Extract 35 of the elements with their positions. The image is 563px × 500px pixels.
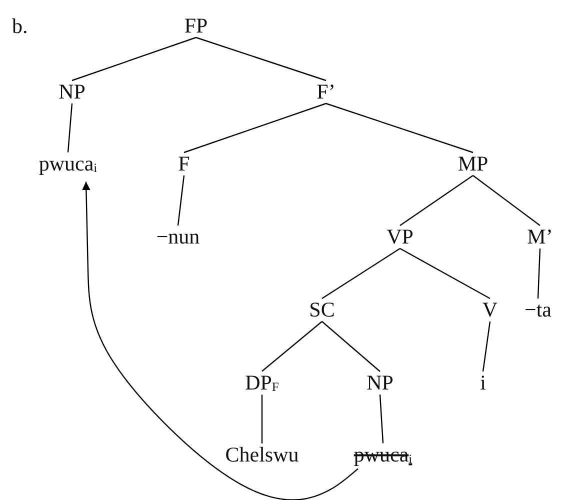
tree-branch: [261, 394, 263, 444]
tree-node-label: VP: [386, 226, 414, 248]
tree-branch: [537, 248, 541, 299]
movement-arrow: [82, 182, 358, 500]
tree-branch: [262, 321, 322, 372]
tree-node-label: MP: [458, 152, 488, 176]
tree-branch: [400, 175, 474, 226]
tree-node-label: i: [480, 372, 486, 394]
tree-node-label: F’: [316, 80, 336, 104]
tree-node-label: V: [482, 298, 498, 322]
tree-branch: [72, 36, 196, 82]
tree-node-label: NP: [366, 372, 394, 394]
tree-branch: [184, 102, 326, 154]
tree-branch: [322, 248, 400, 299]
tree-node-label: SC: [309, 298, 335, 322]
tree-node-label: pwuca$_{i}$: [38, 152, 98, 176]
tree-branch: [326, 102, 474, 154]
tree-branch: [322, 321, 380, 372]
tree-branch: [472, 175, 540, 226]
tree-node-label: F: [178, 152, 190, 176]
tree-branch: [379, 394, 384, 444]
tree-node-label: FP: [184, 14, 208, 38]
tree-branch: [196, 36, 326, 82]
example-letter: b.: [12, 16, 28, 37]
tree-node-label: −ta: [524, 298, 552, 322]
tree-node-label: M’: [527, 226, 553, 248]
tree-branch: [400, 248, 490, 300]
tree-node-label: DP$_{F}$: [245, 371, 279, 395]
tree-node-label: pwuca$_{i}$: [354, 443, 412, 467]
tree-node-label: Chelswu: [225, 444, 299, 466]
tree-branch: [177, 175, 185, 226]
tree-node-label: NP: [58, 80, 86, 104]
tree-branch: [482, 321, 491, 372]
tree-branch: [67, 103, 73, 152]
tree-node-label: −nun: [156, 226, 200, 248]
